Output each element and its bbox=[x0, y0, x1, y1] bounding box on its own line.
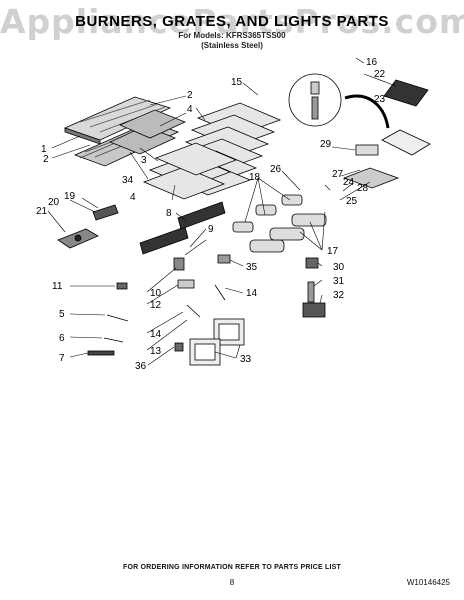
callout-7: 7 bbox=[59, 353, 65, 364]
callout-29: 29 bbox=[320, 139, 332, 150]
callout-10: 10 bbox=[150, 288, 162, 299]
callout-14: 14 bbox=[150, 329, 162, 340]
callout-31: 31 bbox=[333, 276, 345, 287]
callout-16: 16 bbox=[366, 57, 378, 68]
callout-3: 3 bbox=[141, 155, 147, 166]
callout-11: 11 bbox=[52, 281, 63, 292]
callout-36: 36 bbox=[135, 361, 147, 372]
small-burner-parts bbox=[57, 204, 119, 249]
callout-5: 5 bbox=[59, 309, 65, 320]
callout-15: 15 bbox=[231, 77, 243, 88]
burner-head-parts bbox=[139, 201, 226, 255]
burner-tube-set bbox=[142, 102, 282, 200]
callout-34: 34 bbox=[122, 175, 134, 186]
callout-25: 25 bbox=[346, 196, 358, 207]
callout-13: 13 bbox=[150, 346, 162, 357]
page-number: 8 bbox=[229, 578, 235, 587]
callout-28: 28 bbox=[357, 183, 369, 194]
callout-6: 6 bbox=[59, 333, 65, 344]
callout-12: 12 bbox=[150, 300, 162, 311]
model-line: For Models: KFRS365TSS00 bbox=[178, 31, 286, 40]
watermark: AppliancePartsPros.com bbox=[0, 2, 464, 41]
hardware-parts bbox=[87, 254, 326, 356]
callout-8: 8 bbox=[166, 208, 172, 219]
callout-2: 2 bbox=[187, 90, 193, 101]
callout-24: 24 bbox=[343, 177, 355, 188]
callout-20: 20 bbox=[48, 197, 60, 208]
finish-line: (Stainless Steel) bbox=[201, 41, 263, 50]
document-number: W10146425 bbox=[406, 578, 450, 587]
callout-4: 4 bbox=[130, 192, 136, 203]
callout-18: 18 bbox=[249, 172, 261, 183]
callout-9: 9 bbox=[208, 224, 214, 235]
callout-26: 26 bbox=[270, 164, 282, 175]
callout-23: 23 bbox=[374, 94, 386, 105]
grate-part bbox=[73, 109, 187, 167]
page-title: BURNERS, GRATES, AND LIGHTS PARTS bbox=[75, 13, 389, 30]
callout-33: 33 bbox=[240, 354, 252, 365]
callout-19: 19 bbox=[64, 191, 76, 202]
callout-21: 21 bbox=[36, 206, 48, 217]
grate-part bbox=[63, 96, 172, 145]
callout-17: 17 bbox=[327, 246, 339, 257]
callout-1: 1 bbox=[41, 144, 47, 155]
valve-parts bbox=[232, 194, 327, 253]
callout-4: 4 bbox=[187, 104, 193, 115]
callout-32: 32 bbox=[333, 290, 345, 301]
callout-22: 22 bbox=[374, 69, 386, 80]
callout-14: 14 bbox=[246, 288, 258, 299]
ordering-note: FOR ORDERING INFORMATION REFER TO PARTS … bbox=[122, 564, 342, 571]
callout-30: 30 bbox=[333, 262, 345, 273]
callout-27: 27 bbox=[332, 169, 344, 180]
callout-2: 2 bbox=[43, 154, 49, 165]
callout-labels: 1 2 2 3 4 4 5 6 7 8 9 10 11 12 13 14 14 … bbox=[36, 57, 386, 372]
callout-35: 35 bbox=[246, 262, 258, 273]
